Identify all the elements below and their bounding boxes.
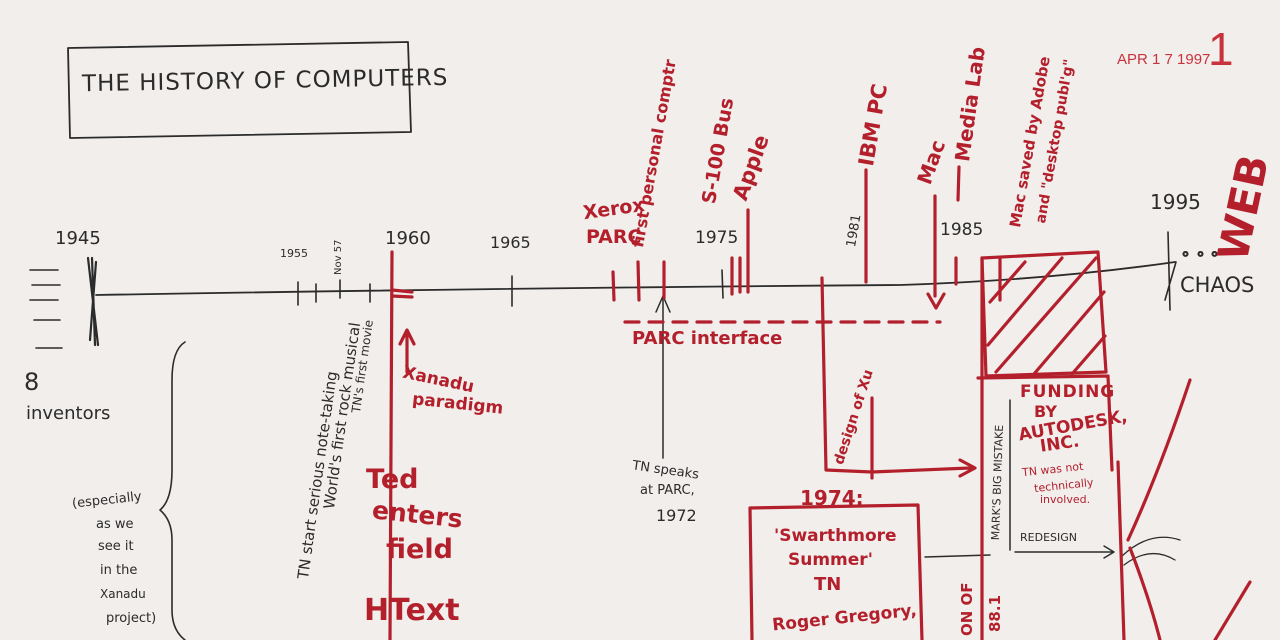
year-1995: 1995 (1150, 190, 1201, 214)
bottom-fragment: 88.1 (986, 594, 1004, 632)
tn-speaks-line: 1972 (656, 506, 697, 525)
htext-label: HText (364, 593, 460, 628)
chaos-label: CHAOS (1180, 273, 1255, 297)
funding-by-label: BY (1034, 402, 1057, 421)
note-line: as we (96, 517, 134, 532)
box-1974-line: 'Swarthmore (774, 526, 897, 546)
note-line: Xanadu (100, 587, 146, 601)
year-1975: 1975 (695, 228, 739, 248)
year-1965: 1965 (490, 233, 531, 252)
hatched-box (980, 250, 1108, 378)
box-1974-line: TN (814, 574, 842, 595)
field-label: field (386, 534, 453, 565)
tn-speaks-line: at PARC, (640, 483, 695, 498)
box-1974-year: 1974: (800, 486, 864, 510)
parc-interface-label: PARC interface (632, 328, 783, 349)
year-1955: 1955 (280, 247, 308, 260)
year-1985: 1985 (940, 220, 984, 240)
year-1945: 1945 (55, 228, 101, 249)
tn-not-involved-line: involved. (1040, 493, 1091, 506)
date-stamp: APR 1 7 1997 (1117, 51, 1211, 68)
title-box (67, 41, 412, 139)
year-1960: 1960 (385, 228, 431, 249)
note-line: see it (98, 539, 134, 554)
nov-57-label: Nov 57 (333, 239, 344, 275)
funding-label: FUNDING (1020, 382, 1116, 402)
main-timeline (95, 261, 1176, 296)
redesign-label: REDESIGN (1020, 531, 1077, 544)
box-1974-line: Summer' (788, 550, 873, 570)
note-line: project) (106, 611, 157, 626)
bottom-fragment: ON OF (958, 582, 976, 636)
page-number: 1 (1208, 23, 1234, 75)
box-1974 (748, 503, 924, 640)
ted-label: Ted (366, 464, 419, 495)
inventors-label: inventors (26, 403, 111, 424)
left-brace (159, 341, 186, 640)
inventors-count: 8 (24, 368, 40, 396)
parc-label: PARC (586, 226, 642, 248)
note-line: in the (100, 563, 138, 578)
